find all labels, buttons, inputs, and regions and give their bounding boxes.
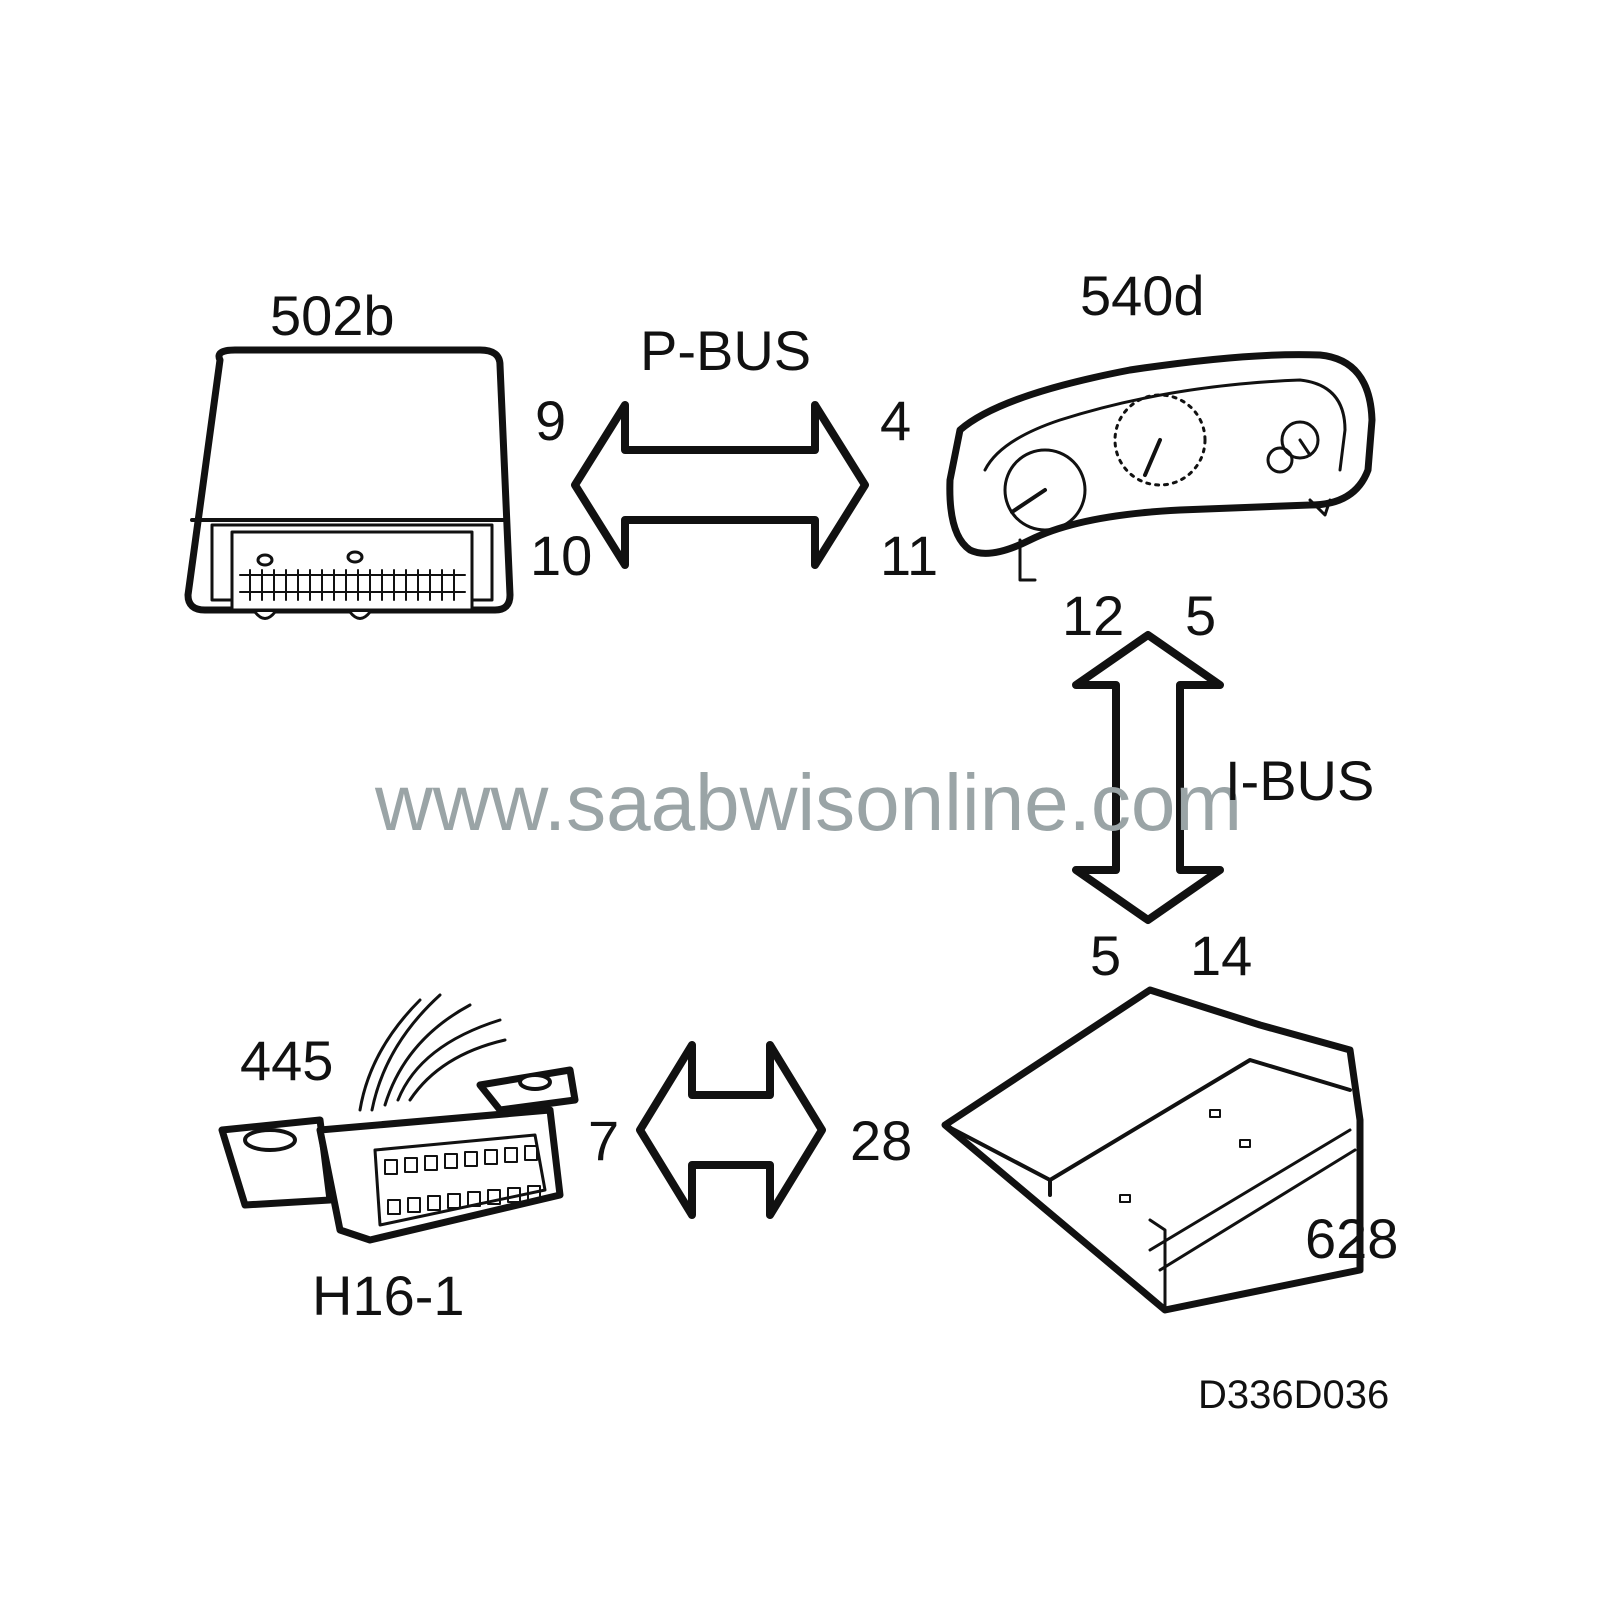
diagnostic-link-arrow [636,1041,826,1219]
label-628: 628 [1305,1207,1398,1270]
pin-12: 12 [1062,584,1124,647]
label-pbus: P-BUS [640,319,811,382]
pin-4: 4 [880,389,911,452]
label-445: 445 [240,1029,333,1092]
module-502b-illustration [184,346,514,620]
label-540d: 540d [1080,264,1205,327]
ibus-arrow [1072,631,1224,924]
module-628-illustration [941,986,1364,1314]
pin-7: 7 [588,1109,619,1172]
watermark: www.saabwisonline.com [374,758,1242,847]
pin-9: 9 [535,389,566,452]
label-502b: 502b [270,284,395,347]
pin-5-bottom: 5 [1090,924,1121,987]
label-h16-1: H16-1 [312,1264,465,1327]
pin-10: 10 [530,524,592,587]
figure-code: D336D036 [1198,1373,1389,1417]
label-ibus: I-BUS [1225,749,1374,812]
module-540d-illustration [946,351,1376,582]
module-h16-illustration [218,993,579,1244]
pin-28: 28 [850,1109,912,1172]
pin-5-top: 5 [1185,584,1216,647]
pin-11: 11 [880,524,938,587]
pbus-arrow [571,401,869,569]
pin-14: 14 [1190,924,1252,987]
